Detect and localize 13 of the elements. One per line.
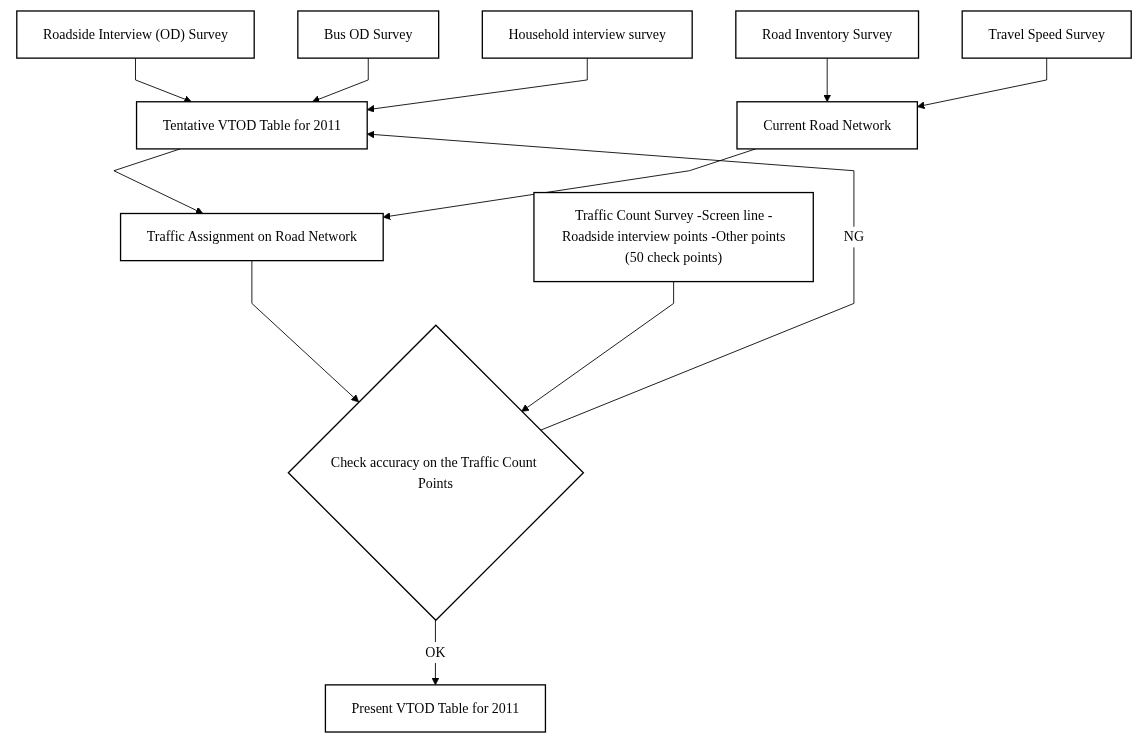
node-box: Tentative VTOD Table for 2011: [135, 100, 368, 150]
edge-label: OK: [425, 644, 446, 660]
edge-label: NG: [843, 228, 864, 244]
node-box: Traffic Count Survey -Screen line -Roadside interview points -Other points (50 check points): [533, 191, 814, 282]
node-box: Bus OD Survey: [297, 9, 440, 59]
node-box: Roadside Interview (OD) Survey: [16, 9, 255, 59]
node-box: Current Road Network: [736, 100, 919, 150]
node-box: Traffic Assignment on Road Network: [119, 212, 384, 261]
node-box: Household interview survey: [481, 9, 693, 59]
node-box: Road Inventory Survey: [735, 9, 920, 59]
node-box: Present VTOD Table for 2011: [324, 683, 547, 733]
node-diamond: Check accuracy on the Traffic Count Points: [287, 323, 585, 621]
node-box: Travel Speed Survey: [961, 9, 1132, 59]
